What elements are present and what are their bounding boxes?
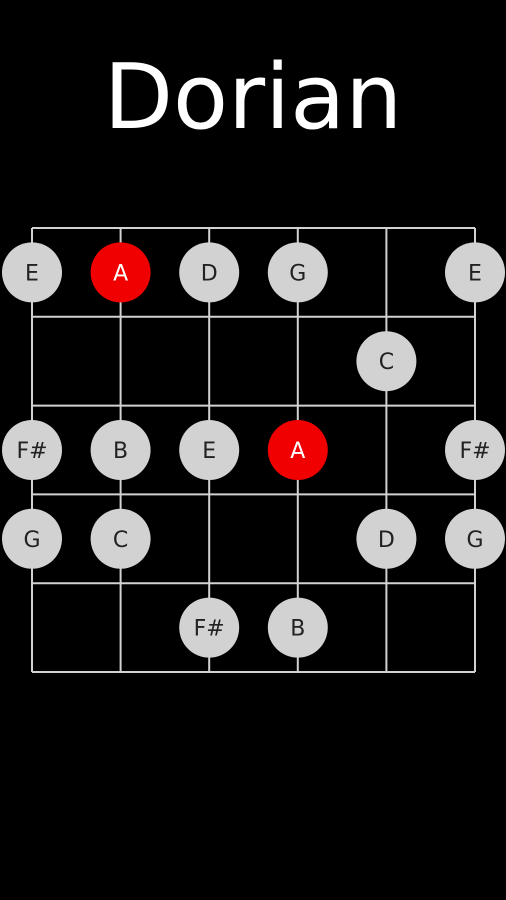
note-circle [90, 242, 151, 303]
note-label: A [113, 261, 128, 286]
note-circle [90, 420, 151, 480]
note-marker: C [356, 331, 417, 392]
note-circle [267, 242, 328, 303]
note-circle [2, 242, 62, 303]
note-marker: E [2, 242, 62, 303]
note-label: D [378, 528, 395, 553]
note-circle [356, 331, 417, 392]
note-label: G [466, 528, 483, 553]
note-circle [445, 242, 505, 303]
note-label: G [23, 528, 40, 553]
note-label: C [113, 528, 128, 553]
note-label: D [201, 261, 218, 286]
note-circle [179, 597, 240, 658]
note-marker: D [356, 508, 417, 569]
note-circle [356, 508, 417, 569]
note-marker: D [179, 242, 240, 303]
note-label: B [290, 617, 305, 642]
note-marker: C [90, 508, 151, 569]
note-circle [445, 508, 505, 569]
note-circle [445, 420, 505, 480]
note-circle [90, 508, 151, 569]
note-marker: F# [2, 420, 62, 480]
note-label: E [25, 261, 39, 286]
note-circle [2, 420, 62, 480]
note-label: A [290, 439, 305, 464]
note-marker: F# [445, 420, 505, 480]
fretboard-notes: E A D G E C F# B E A F# G C D G F# B [2, 242, 505, 658]
note-marker: G [445, 508, 505, 569]
note-circle [267, 597, 328, 658]
note-label: F# [16, 439, 47, 464]
note-marker: E [179, 420, 240, 480]
note-marker: E [445, 242, 505, 303]
note-label: B [113, 439, 128, 464]
note-label: F# [194, 617, 225, 642]
root-note-marker: A [90, 242, 151, 303]
note-marker: G [267, 242, 328, 303]
root-note-marker: A [267, 420, 328, 480]
scale-title: Dorian [103, 45, 403, 150]
note-label: E [468, 261, 482, 286]
note-circle [2, 508, 62, 569]
note-marker: B [90, 420, 151, 480]
note-label: F# [459, 439, 490, 464]
note-marker: G [2, 508, 62, 569]
note-label: G [289, 261, 306, 286]
note-marker: B [267, 597, 328, 658]
note-marker: F# [179, 597, 240, 658]
note-circle [179, 242, 240, 303]
note-circle [267, 420, 328, 480]
note-label: C [379, 350, 394, 375]
note-circle [179, 420, 240, 480]
note-label: E [202, 439, 216, 464]
